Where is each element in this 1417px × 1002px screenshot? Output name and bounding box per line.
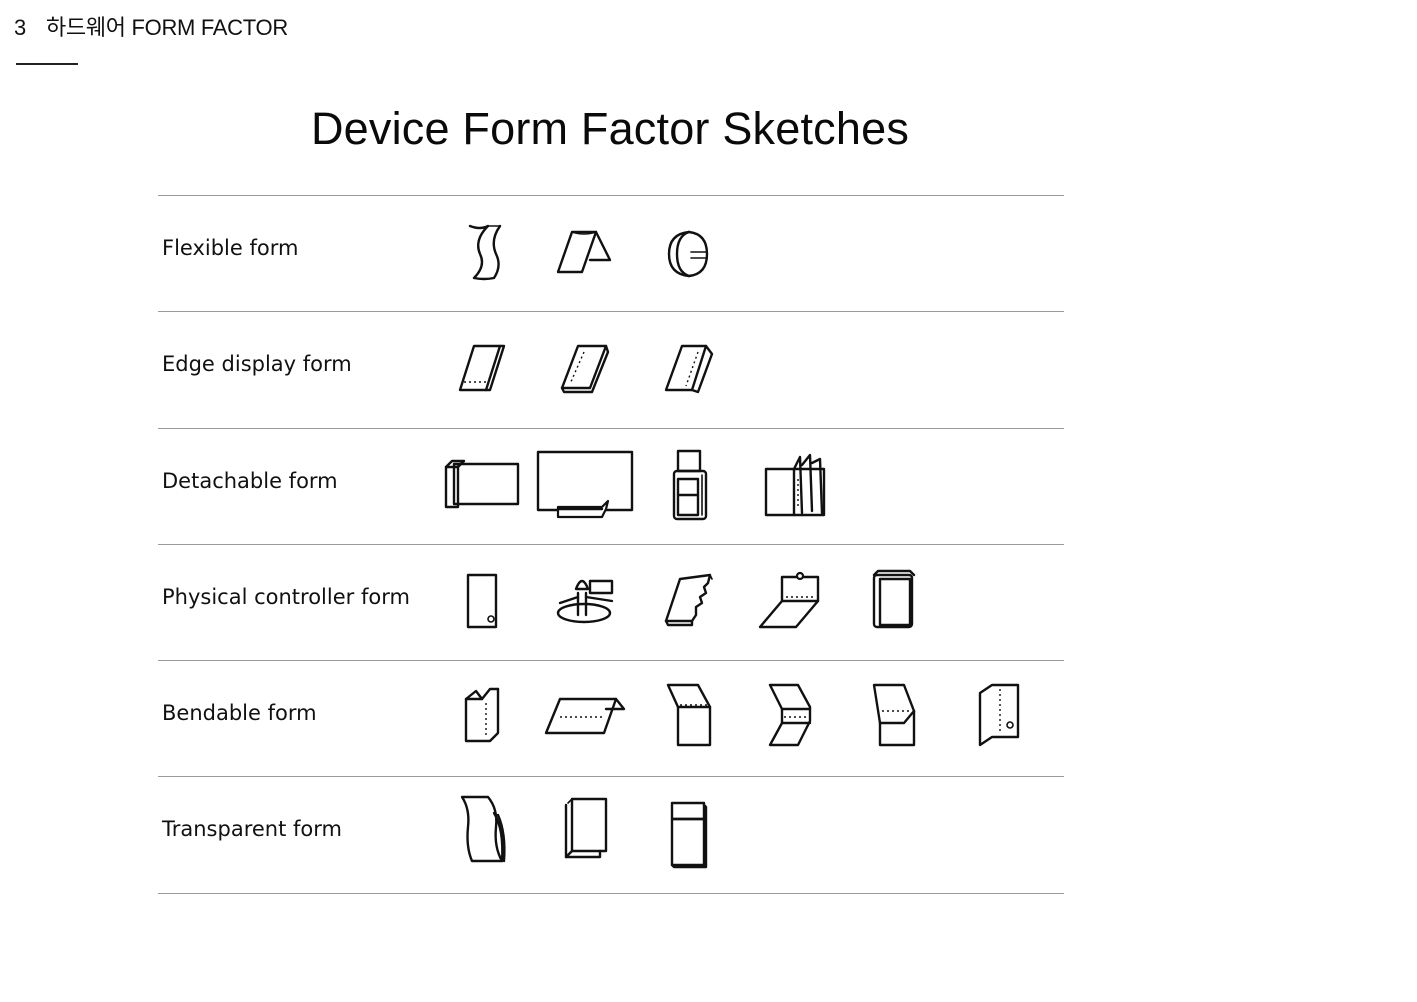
hinged-plate-icon <box>758 545 858 661</box>
row-edge-display: Edge display form <box>158 312 1064 428</box>
keyboard-dock-icon <box>536 429 636 545</box>
header-underline <box>16 63 78 65</box>
divider-4 <box>158 660 1064 661</box>
row-label: Bendable form <box>162 701 317 725</box>
row-label: Flexible form <box>162 236 299 260</box>
edge-slab-right-icon <box>662 312 762 428</box>
lid-block-icon <box>668 777 768 893</box>
side-dock-icon <box>442 429 542 545</box>
curled-sheet-icon <box>458 777 558 893</box>
flat-bend-icon <box>544 661 644 777</box>
wavy-sheet-icon <box>458 196 558 312</box>
divider-3 <box>158 544 1064 545</box>
case-cover-icon <box>870 545 970 661</box>
row-label: Transparent form <box>162 817 342 841</box>
edge-slab-left-icon <box>456 312 556 428</box>
row-label: Edge display form <box>162 352 352 376</box>
jagged-edge-icon <box>662 545 762 661</box>
row-bendable: Bendable form <box>158 661 1064 777</box>
rolled-band-icon <box>663 196 763 312</box>
row-physical-controller: Physical controller form <box>158 545 1064 661</box>
divider-2 <box>158 428 1064 429</box>
phone-button-icon <box>464 545 564 661</box>
folded-tent-icon <box>556 196 656 312</box>
top-fold-icon <box>664 661 764 777</box>
top-module-icon <box>666 429 766 545</box>
section-number: 3 <box>14 15 26 40</box>
edge-slab-center-icon <box>558 312 658 428</box>
divider-1 <box>158 311 1064 312</box>
section-header: 3 하드웨어 FORM FACTOR <box>14 10 288 42</box>
side-fold-icon <box>976 661 1076 777</box>
row-detachable: Detachable form <box>158 429 1064 545</box>
row-label: Detachable form <box>162 469 338 493</box>
zigzag-fold-icon <box>768 661 868 777</box>
divider-6 <box>158 893 1064 894</box>
open-box-icon <box>462 661 562 777</box>
divider-0 <box>158 195 1064 196</box>
book-pages-icon <box>762 429 862 545</box>
section-title: 하드웨어 FORM FACTOR <box>45 15 288 40</box>
page-title: Device Form Factor Sketches <box>310 103 910 154</box>
box-bend-icon <box>872 661 972 777</box>
stacked-sheets-icon <box>562 777 662 893</box>
row-flexible: Flexible form <box>158 196 1064 312</box>
joystick-icon <box>556 545 656 661</box>
row-label: Physical controller form <box>162 585 410 609</box>
divider-5 <box>158 776 1064 777</box>
row-transparent: Transparent form <box>158 777 1064 893</box>
